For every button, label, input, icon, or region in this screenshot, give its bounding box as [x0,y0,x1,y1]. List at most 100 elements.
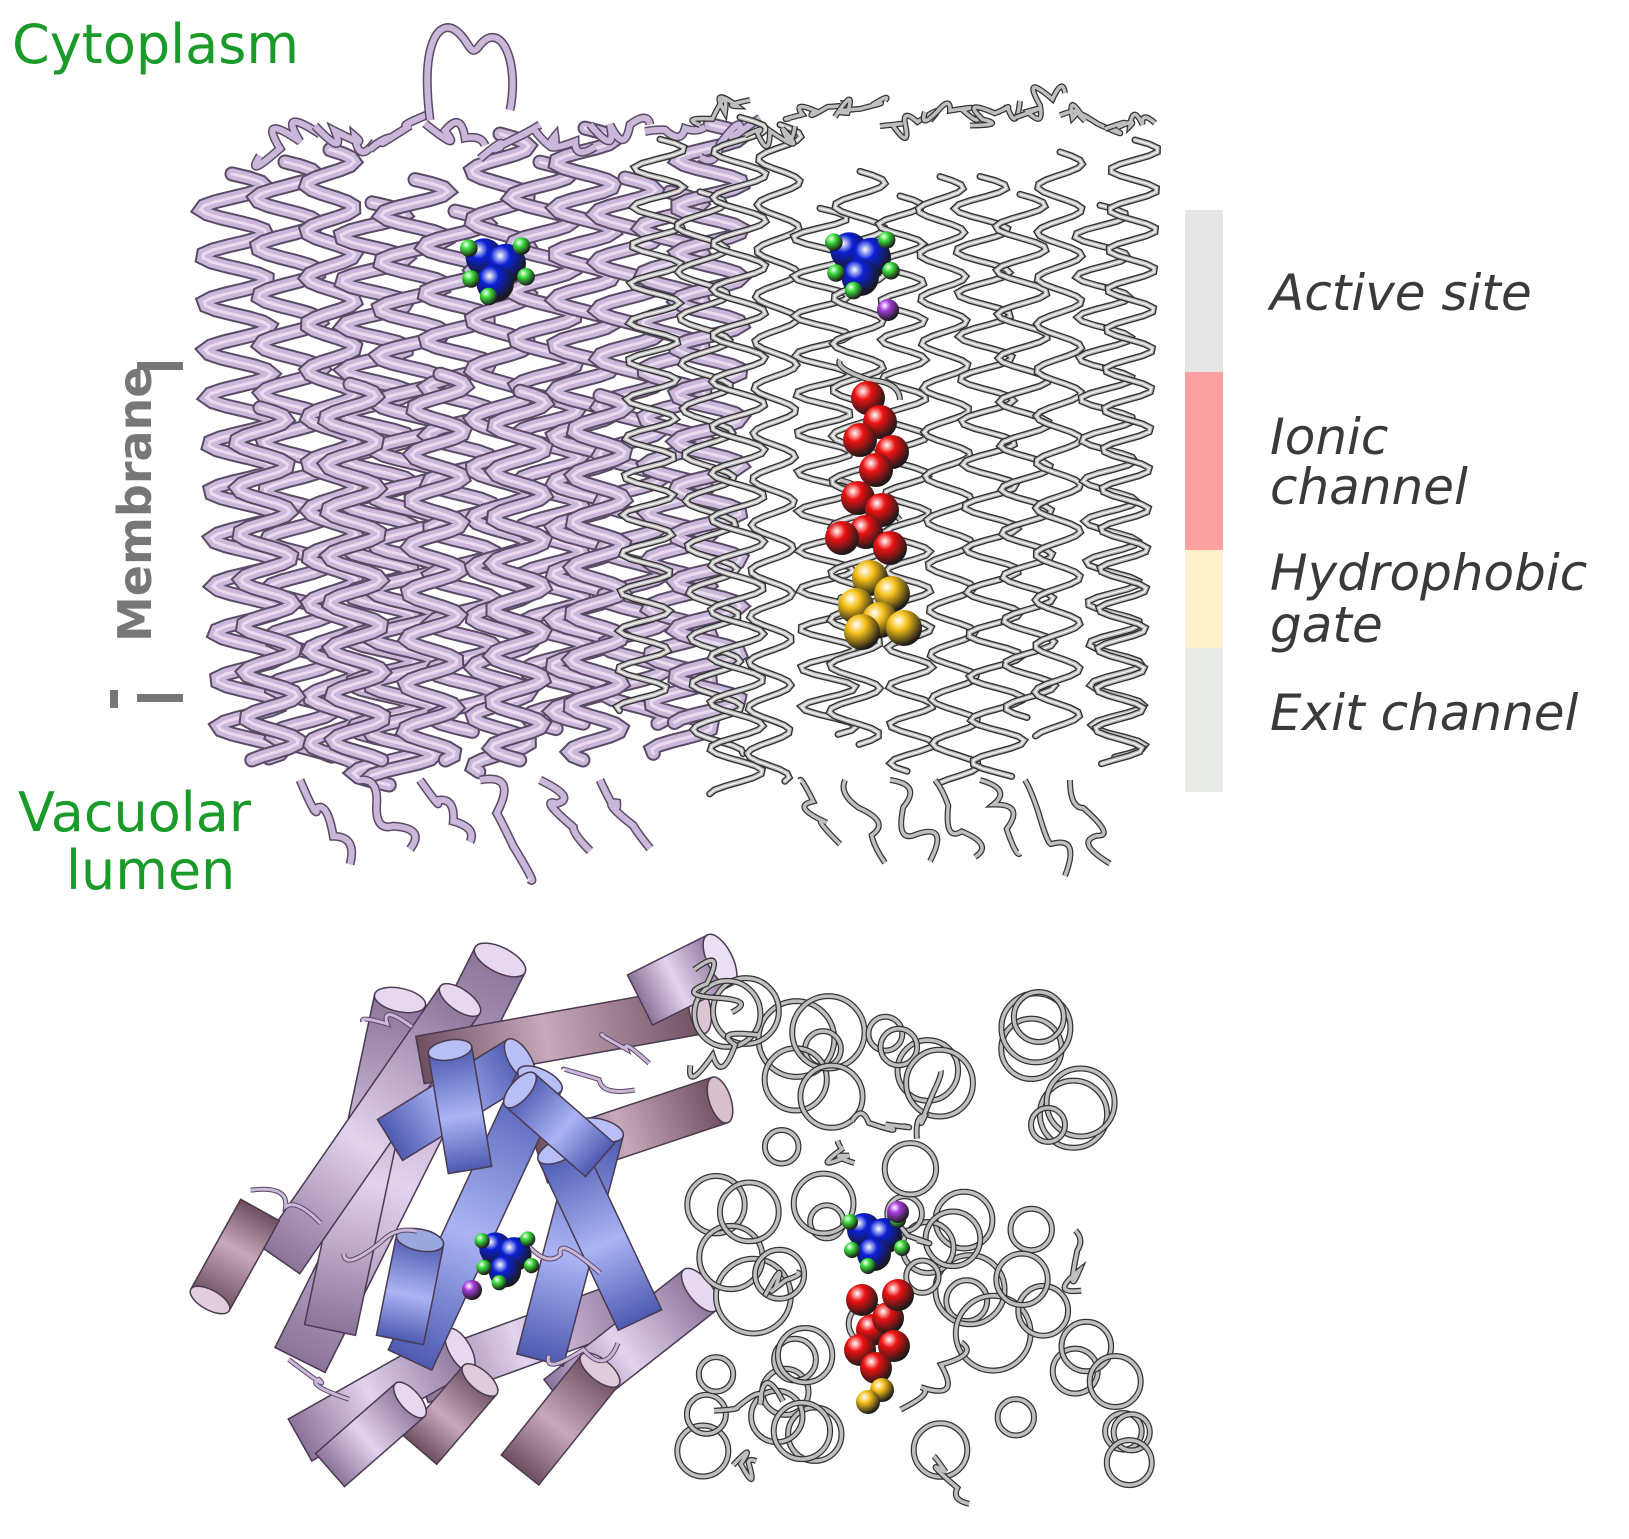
gray-bottom-strand-8 [825,1140,855,1165]
lilac-helix-2-highlight [304,148,360,773]
bottom-right-red-atom-4 [860,1352,892,1384]
ionic-red-atom-2 [843,423,877,457]
lilac-loop-top-8 [698,115,762,164]
bottom-right-active-site [842,1201,914,1414]
gray-loop-top-7 [1014,84,1067,121]
bottom-right-site-green-atom-5 [844,1242,860,1258]
gray-coil-34 [995,1397,1036,1438]
gray-helix-12-highlight [1094,139,1159,765]
top-right-site-green-atom-3 [882,262,900,280]
cylinder-18-cap [392,1381,428,1419]
vacuolar-lumen-label-line1: Vacuolar [18,781,252,844]
bottom-right-red-atom-3 [878,1330,910,1362]
membrane-bottom-mark [110,690,118,708]
gray-loop-bottom-3 [933,778,984,859]
gray-bottom-strand-9 [688,1031,758,1079]
top-right-site-green-atom-4 [844,281,863,300]
gray-loop-top-5 [921,101,980,123]
gray-loop-bottom-2-outline [889,777,941,863]
gray-coil-53 [763,1128,801,1166]
legend-ionic-channel-label-line1: Ionic [1270,408,1389,466]
lilac-loop-top-7 [644,124,707,140]
gray-coil-19 [904,1258,941,1295]
gray-coil-44 [866,1015,905,1053]
lilac-loop-bottom-1 [359,776,419,851]
cylinder-loop-4 [519,1235,602,1275]
cylinder-loop-0 [250,1187,322,1225]
gray-coil-46 [791,1171,856,1236]
lilac-loop-top-6 [587,115,653,144]
gray-helix-7-highlight [917,175,979,785]
gray-bottom-strand-10-outline [899,1339,970,1413]
gray-coil-48 [771,1400,832,1461]
gray-bottom-strand-3 [763,1270,801,1297]
top-left-site-green-atom-1 [460,239,478,257]
lilac-loop-top-2 [367,110,432,152]
bottom-right-red-atom-6 [882,1279,914,1311]
cylinder-17 [502,1071,616,1178]
gray-coil-40 [685,1393,728,1436]
gray-loop-bottom-4 [979,778,1022,856]
gray-coil-52 [697,1355,735,1394]
gray-loop-top-1 [744,125,797,149]
top-left-site-green-atom-3 [517,268,535,286]
top-right-site-green-atom-2 [877,231,896,249]
bottom-left-site-green-atom-5 [476,1259,492,1276]
cylinder-loop-6 [342,1228,418,1262]
vacuolar-lumen-label-line2: lumen [66,839,236,902]
cylinder-6-cap [189,1285,231,1315]
bottom-left-site-green-atom-4 [491,1275,507,1291]
bottom-right-site-purple-atom [887,1201,909,1223]
gray-loop-bottom-5 [1023,779,1073,877]
gray-coil-30 [1087,1354,1143,1409]
gate-yellow-atom-4 [886,610,922,646]
gray-helix-9-highlight [995,193,1056,719]
bottom-cylinder-monomer [189,933,738,1488]
lilac-front-helix-4-highlight [567,394,628,762]
lilac-front-helix-1-highlight [323,382,385,762]
legend-swatch-2 [1185,550,1223,648]
gray-front-strand-0 [837,359,902,401]
lilac-loop-bottom-3 [479,776,535,884]
top-right-site-green-atom-1 [825,233,843,251]
cylinder-16-cap [427,1038,473,1062]
cylinder-15 [375,1227,445,1346]
legend-ionic-channel-label-line2: channel [1270,458,1468,516]
gray-loop-bottom-6-outline [1067,779,1112,867]
gray-bottom-strand-1 [692,958,743,1014]
membrane-top-tick [137,362,183,370]
gray-loop-bottom-6 [1068,779,1111,866]
legend-swatch-0 [1185,210,1223,372]
cylinder-18 [314,1381,428,1488]
gray-helix-6-highlight [877,195,935,772]
lilac-loop-top-3 [423,119,488,147]
cylinder-19 [500,1352,621,1487]
gray-loop-top-9 [1104,112,1157,131]
gray-loop-top-3 [833,95,889,118]
top-left-site-green-atom-5 [462,270,480,288]
gray-bottom-strand-10 [899,1340,969,1412]
gray-helix-2-highlight [709,116,768,795]
lilac-loop-top-1 [312,123,378,155]
cylinder-0-cap [473,942,527,978]
bottom-right-site-green-atom-4 [860,1258,876,1274]
cylinder-loop-3 [287,1358,350,1401]
lilac-loop-top-4 [478,122,542,161]
legend-swatch-3 [1185,648,1223,792]
gray-coil-0 [933,1189,995,1251]
gray-loop-bottom-0 [798,778,842,846]
gray-coil-23 [1105,1438,1154,1487]
lilac-front-helix-0-highlight [234,406,300,762]
ionic-red-atom-8 [825,521,859,555]
gray-loop-top-0 [690,95,751,127]
cylinder-15-cap [395,1227,445,1253]
bottom-right-site-green-atom-1 [842,1214,858,1230]
gray-coil-49 [878,1026,919,1068]
lilac-loop-bottom-4 [538,777,593,853]
gray-bottom-strand-4 [713,1381,785,1413]
ionic-red-atom-9 [873,531,907,565]
top-ionic-channel-atoms [825,381,909,565]
legend-active-site-label: Active site [1270,264,1532,322]
gray-bottom-strand-7 [731,1450,757,1481]
